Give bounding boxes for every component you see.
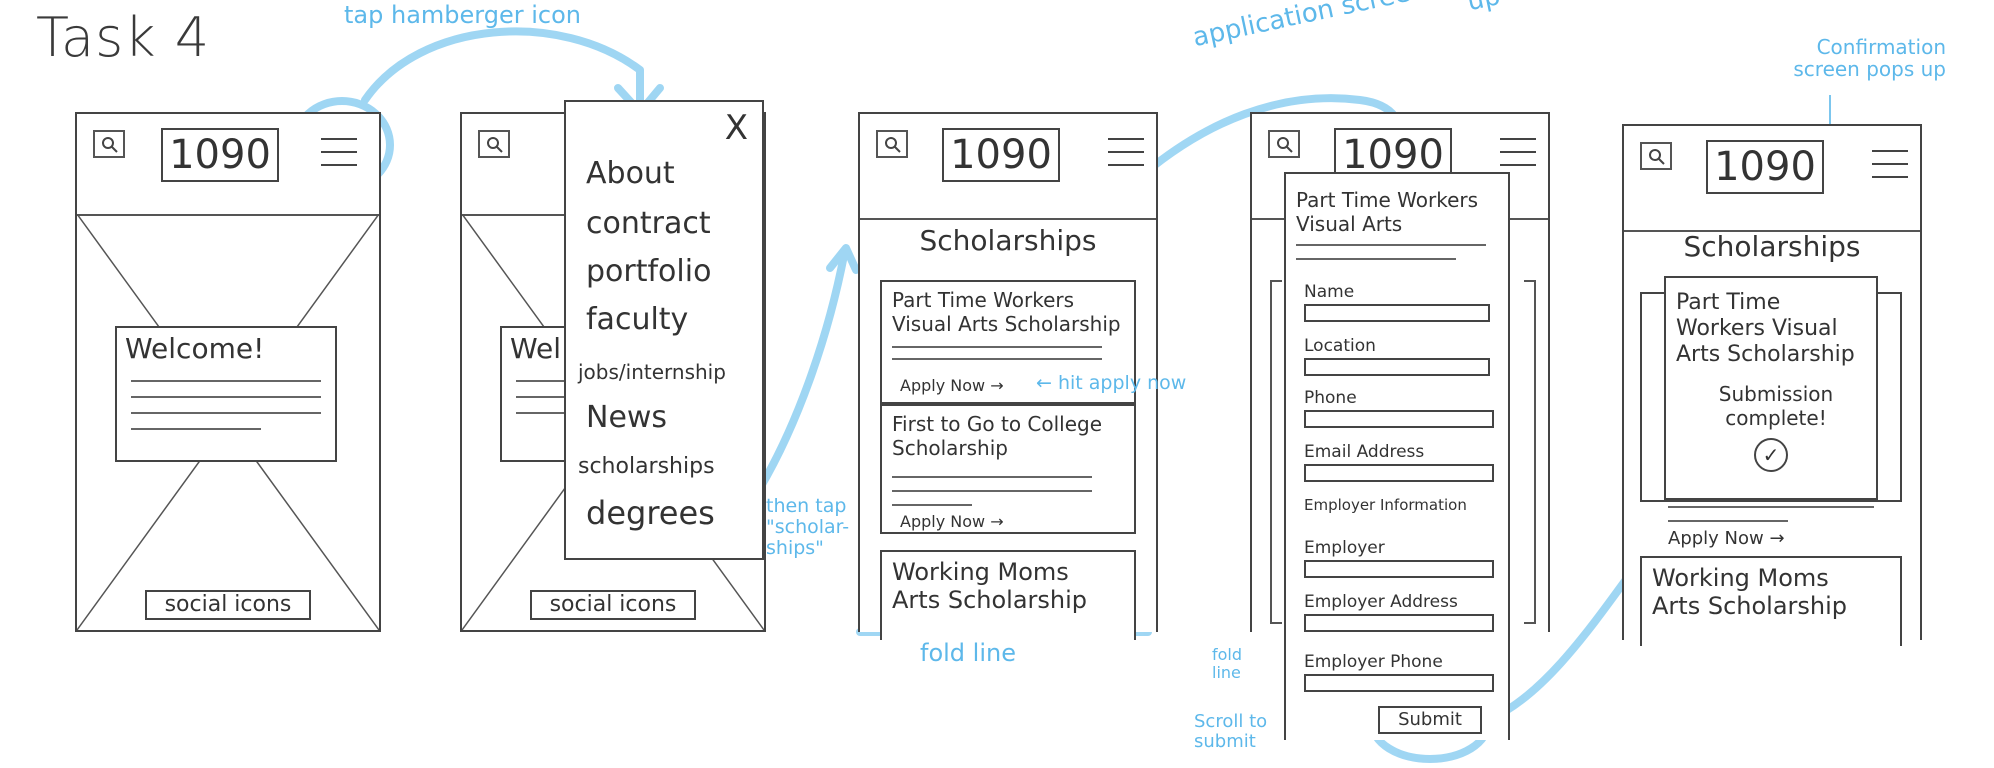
phone-field[interactable]	[1304, 410, 1494, 428]
search-icon[interactable]	[1640, 142, 1672, 170]
search-icon[interactable]	[93, 130, 125, 158]
menu-item-faculty[interactable]: faculty	[586, 302, 689, 337]
logo[interactable]: 1090	[161, 128, 279, 182]
location-field[interactable]	[1304, 358, 1490, 376]
arrow-to-menu	[361, 27, 644, 114]
menu-item-portfolio[interactable]: portfolio	[586, 254, 712, 289]
name-field[interactable]	[1304, 304, 1490, 322]
menu-item-about[interactable]: About	[586, 156, 675, 191]
header: 1090	[860, 114, 1156, 220]
field-label-employer-phone: Employer Phone	[1304, 652, 1443, 672]
screen-scholarships: 1090 Scholarships Part Time Workers Visu…	[858, 112, 1158, 640]
employer-field[interactable]	[1304, 560, 1494, 578]
field-label-employer-info: Employer Information	[1304, 496, 1467, 514]
annotation-then-tap: then tap "scholar- ships"	[766, 495, 850, 559]
field-label-name: Name	[1304, 282, 1355, 302]
header: 1090	[77, 114, 379, 216]
logo[interactable]: 1090	[1334, 128, 1452, 182]
employer-phone-field[interactable]	[1304, 674, 1494, 692]
arrow-to-scholarships-head	[826, 244, 860, 274]
logo[interactable]: 1090	[1706, 140, 1824, 194]
menu-item-news[interactable]: News	[586, 400, 668, 435]
email-field[interactable]	[1304, 464, 1494, 482]
hamburger-icon[interactable]	[1500, 136, 1536, 170]
arrow-to-scholarships	[756, 246, 849, 492]
search-icon[interactable]	[1268, 130, 1300, 158]
annotation-confirmation: Confirmation screen pops up	[1793, 35, 1946, 81]
annotation-tap-hamburger: tap hamberger icon	[344, 1, 581, 29]
close-icon[interactable]: X	[724, 108, 748, 148]
screen-menu: Wel social icons X About contract portfo…	[460, 100, 766, 632]
social-icons[interactable]: social icons	[145, 590, 311, 620]
hamburger-icon[interactable]	[1872, 148, 1908, 182]
search-icon[interactable]	[876, 130, 908, 158]
nav-menu-overlay: X About contract portfolio faculty jobs/…	[564, 100, 764, 560]
page-title: Scholarships	[1683, 230, 1861, 263]
background-card-edge	[1270, 280, 1282, 624]
apply-now-link[interactable]: Apply Now →	[900, 376, 1004, 395]
scholarship-card-3[interactable]: Working Moms Arts Scholarship	[880, 550, 1136, 640]
field-label-employer: Employer	[1304, 538, 1385, 558]
background-card-edge	[1524, 280, 1536, 624]
menu-item-contract[interactable]: contract	[586, 206, 711, 241]
screen-home: 1090 Welcome! social icons	[75, 112, 381, 632]
field-label-email: Email Address	[1304, 442, 1425, 462]
welcome-card: Welcome!	[115, 326, 337, 462]
apply-now-link[interactable]: Apply Now →	[1668, 528, 1785, 549]
header: 1090	[1624, 126, 1920, 232]
confirmation-popup: Part Time Workers Visual Arts Scholarshi…	[1664, 276, 1878, 500]
task-title: Task 4	[36, 6, 211, 69]
apply-now-link[interactable]: Apply Now →	[900, 512, 1004, 531]
annotation-hit-apply: ← hit apply now	[1036, 372, 1187, 394]
annotation-fold-line-1: fold line	[920, 639, 1016, 667]
welcome-heading: Wel	[510, 332, 562, 365]
annotation-scroll-submit: Scroll to submit	[1194, 711, 1268, 752]
submit-button[interactable]: Submit	[1378, 706, 1482, 734]
field-label-employer-address: Employer Address	[1304, 592, 1458, 612]
field-label-phone: Phone	[1304, 388, 1357, 408]
annotation-fold-line-2: fold line	[1212, 645, 1243, 682]
hamburger-icon[interactable]	[1108, 136, 1144, 170]
application-form-popup: Part Time Workers Visual Arts Name Locat…	[1284, 172, 1510, 740]
scholarship-card-3[interactable]: Working Moms Arts Scholarship	[1640, 556, 1902, 646]
social-icons[interactable]: social icons	[530, 590, 696, 620]
popup-status: Submission complete!	[1718, 382, 1834, 430]
menu-item-degrees[interactable]: degrees	[586, 494, 715, 532]
logo[interactable]: 1090	[942, 128, 1060, 182]
employer-address-field[interactable]	[1304, 614, 1494, 632]
hamburger-icon[interactable]	[321, 136, 357, 170]
popup-title: Part Time Workers Visual Arts Scholarshi…	[1676, 290, 1855, 367]
page-title: Scholarships	[919, 224, 1097, 257]
menu-item-jobs[interactable]: jobs/internship	[578, 360, 726, 384]
check-circle-icon: ✓	[1754, 438, 1788, 472]
welcome-heading: Welcome!	[125, 332, 265, 365]
search-icon[interactable]	[478, 130, 510, 158]
menu-item-scholarships[interactable]: scholarships	[578, 454, 715, 479]
field-label-location: Location	[1304, 336, 1376, 356]
scholarship-card-2[interactable]: First to Go to College Scholarship Apply…	[880, 404, 1136, 534]
scholarship-card-1[interactable]: Part Time Workers Visual Arts Scholarshi…	[880, 280, 1136, 404]
form-title: Part Time Workers Visual Arts	[1296, 188, 1479, 236]
